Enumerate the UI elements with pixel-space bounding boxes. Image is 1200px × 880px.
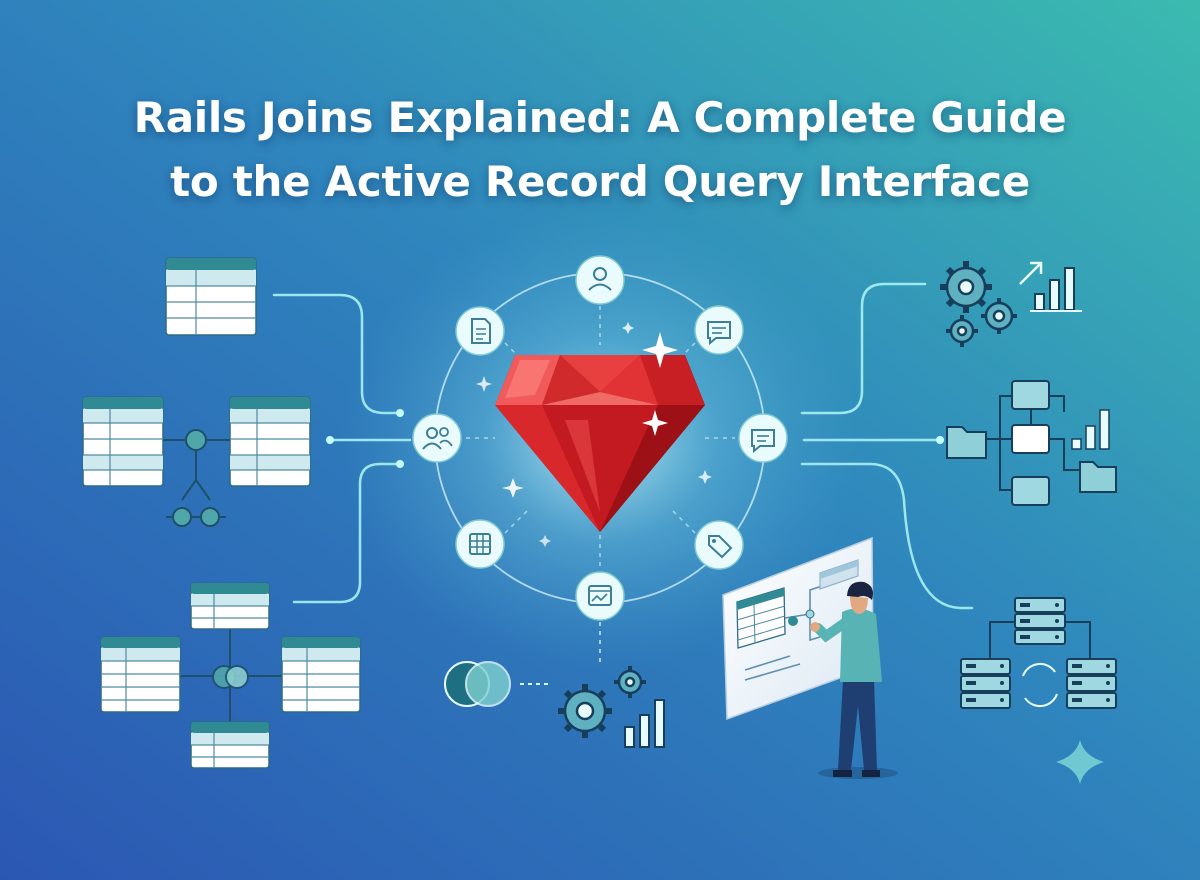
title-line-2: to the Active Record Query Interface bbox=[170, 157, 1030, 206]
tag-icon bbox=[694, 520, 744, 570]
folder-icon bbox=[946, 426, 1117, 493]
sparkle-icon bbox=[476, 322, 712, 547]
chat-icon bbox=[694, 305, 744, 355]
venn-diagram-icon bbox=[444, 661, 552, 707]
connector-dots bbox=[326, 409, 944, 468]
connector-lines bbox=[272, 282, 974, 610]
flowchart-icon bbox=[986, 380, 1110, 506]
gears-icon bbox=[940, 261, 1017, 347]
title-line-1: Rails Joins Explained: A Complete Guide bbox=[133, 93, 1067, 142]
user-icon bbox=[575, 255, 625, 305]
message-icon bbox=[738, 413, 788, 463]
whiteboard bbox=[722, 536, 874, 721]
grid-icon bbox=[455, 519, 505, 569]
page-title: Rails Joins Explained: A Complete Guide … bbox=[0, 86, 1200, 214]
table-icon bbox=[165, 257, 257, 336]
multi-table-join-icon bbox=[100, 582, 361, 769]
ruby-gem-icon bbox=[495, 355, 705, 532]
bar-chart-icon bbox=[624, 699, 665, 748]
users-icon bbox=[412, 413, 462, 463]
server-sync-icon bbox=[960, 597, 1117, 709]
document-icon bbox=[455, 306, 505, 356]
join-tables-icon bbox=[82, 396, 311, 527]
rising-bar-chart-icon bbox=[1019, 261, 1082, 312]
decorative-star-icon bbox=[1056, 740, 1104, 784]
whiteboard-table-icon bbox=[736, 587, 786, 649]
gears-icon bbox=[558, 666, 646, 738]
person-figure bbox=[810, 581, 898, 779]
chart-window-icon bbox=[575, 571, 625, 621]
